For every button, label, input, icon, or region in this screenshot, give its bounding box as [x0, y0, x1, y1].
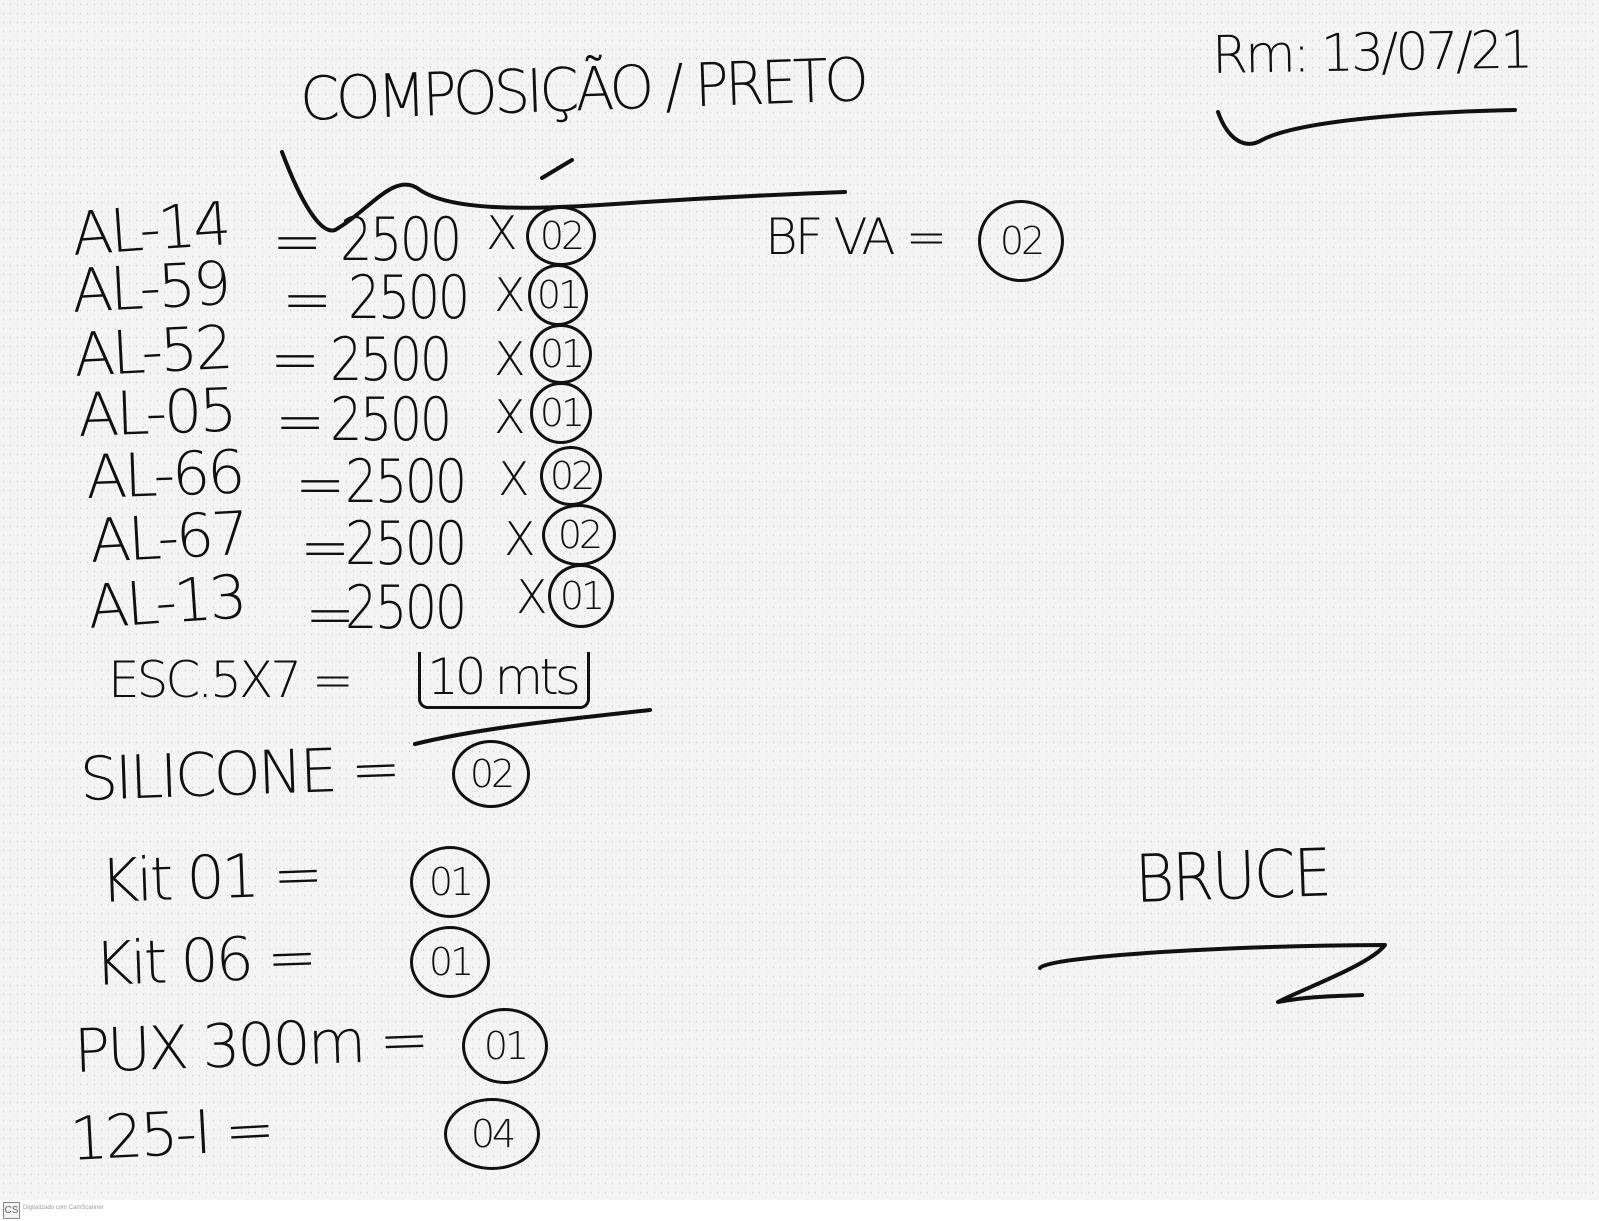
item-qty: 01 — [530, 324, 592, 384]
silicone-underline — [413, 708, 652, 746]
signature-underline — [1038, 943, 1387, 1004]
item-length: 2500 — [348, 263, 470, 333]
item-times: X — [494, 390, 525, 444]
item-times: X — [504, 512, 535, 566]
side-label: BF VA = — [765, 208, 947, 266]
item-length: 2500 — [330, 325, 452, 395]
item-qty: 01 — [548, 564, 614, 628]
item-equals: = — [305, 580, 355, 650]
item-length: 2500 — [345, 509, 467, 579]
item-times: X — [486, 206, 517, 260]
item-times: X — [494, 332, 525, 386]
extra-qty: 01 — [410, 846, 490, 918]
item-times: X — [516, 570, 547, 624]
item-equals: = — [282, 265, 332, 335]
item-times: X — [494, 268, 525, 322]
item-equals: = — [275, 387, 325, 457]
item-equals: = — [300, 513, 350, 583]
date-underline — [1216, 108, 1517, 146]
item-qty: 01 — [528, 264, 588, 326]
item-length: 2500 — [340, 205, 462, 275]
side-qty: 02 — [978, 200, 1064, 282]
camscanner-logo: CS — [3, 1202, 20, 1219]
title-tick — [540, 158, 574, 180]
item-qty: 01 — [530, 382, 592, 444]
item-length: 2500 — [345, 573, 467, 643]
title-swoosh — [280, 150, 847, 233]
item-length: 2500 — [330, 385, 452, 455]
extra-qty: 02 — [452, 740, 530, 808]
esc-value: 10 mts — [418, 652, 590, 709]
item-equals: = — [270, 325, 320, 395]
item-times: X — [498, 452, 529, 506]
item-equals: = — [295, 450, 345, 520]
camscanner-caption: Digitalizado com CamScanner — [23, 1205, 104, 1211]
item-length: 2500 — [345, 447, 467, 517]
item-equals: = — [272, 207, 322, 277]
esc-label: ESC.5X7 = — [108, 651, 354, 709]
scanner-footer: CS Digitalizado com CamScanner — [0, 1200, 1599, 1221]
extra-qty: 01 — [462, 1008, 548, 1084]
extra-qty: 01 — [410, 926, 490, 998]
extra-qty: 04 — [444, 1098, 540, 1170]
